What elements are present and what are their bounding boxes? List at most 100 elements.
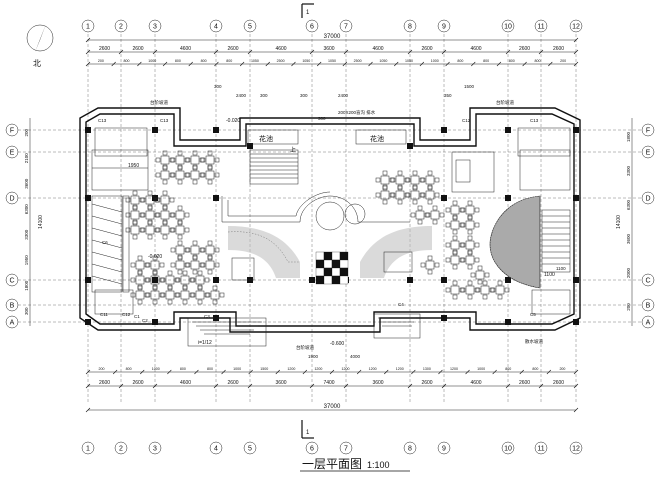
dim-detail-bottom-value: 800	[505, 367, 511, 371]
dim-detail-top-value: 1050	[328, 59, 336, 63]
axis-right-A: A	[641, 315, 655, 329]
axis-left-F: F	[5, 123, 19, 137]
axis-bottom-4-label: 4	[214, 446, 218, 453]
axis-bottom-12-label: 12	[572, 446, 580, 453]
column	[573, 127, 579, 133]
small-note: 2400	[236, 93, 247, 98]
axis-top-5-label: 5	[248, 24, 252, 31]
column	[213, 277, 219, 283]
level-mark-3: -0.020	[226, 118, 240, 124]
axis-top-6: 6	[305, 19, 319, 33]
dim-detail-top-value: 1050	[251, 59, 259, 63]
ramp-note: 台阶坡道	[296, 344, 314, 351]
dining-table	[445, 250, 465, 270]
dim-overall-bottom: 37000	[85, 404, 579, 413]
dim-detail-bottom-value: 1500	[260, 367, 268, 371]
column	[573, 277, 579, 283]
dim-overall-bottom-value: 37000	[324, 404, 341, 410]
dining-table	[445, 235, 465, 255]
window-tag: C1	[134, 314, 140, 319]
dim-axis-bottom-value: 2600	[421, 380, 432, 386]
dining-table	[155, 150, 175, 170]
dim-left-total: 14100	[38, 215, 44, 229]
dining-table	[445, 280, 465, 300]
section-marker-bottom: 1	[301, 420, 314, 439]
dining-table	[460, 280, 480, 300]
dining-table	[200, 255, 220, 275]
dim-right-side-value: 200	[626, 303, 631, 311]
dim-detail-top-value: 800	[175, 59, 181, 63]
axis-right-D: D	[641, 191, 655, 205]
axis-bottom-3: 3	[148, 441, 162, 455]
dim-left-side-value: 1950	[24, 255, 29, 266]
dim-detail-top-value: 800	[457, 59, 463, 63]
dining-table	[155, 165, 175, 185]
axis-top-1-label: 1	[86, 24, 90, 31]
dining-table	[490, 280, 510, 300]
dim-axis-top-value: 4600	[372, 46, 383, 52]
dim-detail-top-value: 2500	[277, 59, 285, 63]
dim-detail-top-value: 800	[509, 59, 515, 63]
dim-axis-bottom-value: 2600	[227, 380, 238, 386]
dim-axis-bottom-value: 2600	[519, 380, 530, 386]
dining-table	[190, 285, 210, 305]
axis-left-B-label: B	[10, 303, 15, 310]
checkerboard-floor	[315, 251, 349, 285]
axis-top-1: 1	[81, 19, 95, 33]
dining-table	[170, 240, 190, 260]
dim-right-side-value: 1800	[626, 131, 631, 142]
ramp-note-top-left: 台阶坡道	[150, 99, 168, 106]
dining-table	[175, 285, 195, 305]
axis-top-10: 10	[501, 19, 515, 33]
axis-top-9-label: 9	[442, 24, 446, 31]
dining-table	[475, 280, 495, 300]
small-note: 300	[260, 93, 268, 98]
column	[85, 195, 91, 201]
column	[407, 277, 413, 283]
right-lounge	[451, 149, 571, 193]
column	[152, 319, 158, 325]
dim-axis-top-value: 4600	[470, 46, 481, 52]
dim-right-side-value: 6300	[626, 199, 631, 210]
column	[505, 195, 511, 201]
dim-axis-top-value: 2600	[227, 46, 238, 52]
column	[309, 277, 315, 283]
dim-left-side-value: 3300	[24, 229, 29, 240]
axis-top-12-label: 12	[572, 24, 580, 31]
column	[441, 315, 447, 321]
dim-axis-top-value: 2600	[99, 46, 110, 52]
dining-table	[420, 170, 440, 190]
window-tag: C5	[530, 312, 536, 317]
dim-detail-bottom-value: 200	[99, 367, 105, 371]
dim-detail-bottom-value: 1300	[423, 367, 431, 371]
column	[441, 127, 447, 133]
dining-table	[140, 220, 160, 240]
axis-bottom-8-label: 8	[408, 446, 412, 453]
central-feature	[221, 191, 432, 285]
axis-bottom-5-label: 5	[248, 446, 252, 453]
dining-table	[130, 270, 150, 290]
axis-bottom-12: 12	[569, 441, 583, 455]
dining-table	[170, 255, 190, 275]
axis-bottom-7-label: 7	[344, 446, 348, 453]
dining-table	[460, 200, 480, 220]
window-tag: C12	[122, 312, 131, 317]
axis-bottom-9: 9	[437, 441, 451, 455]
dining-table	[445, 200, 465, 220]
axis-right-F-label: F	[646, 128, 650, 135]
axis-bottom-9-label: 9	[442, 446, 446, 453]
dining-table	[140, 205, 160, 225]
hatched-stage: 1100	[489, 195, 571, 289]
dim-detail-bottom-value: 1000	[233, 367, 241, 371]
axis-bottom-2-label: 2	[119, 446, 123, 453]
window-tag: C2	[142, 318, 148, 323]
dim-detail-top-value: 200	[98, 59, 104, 63]
axis-bottom-10: 10	[501, 441, 515, 455]
axis-bottom-1-label: 1	[86, 446, 90, 453]
